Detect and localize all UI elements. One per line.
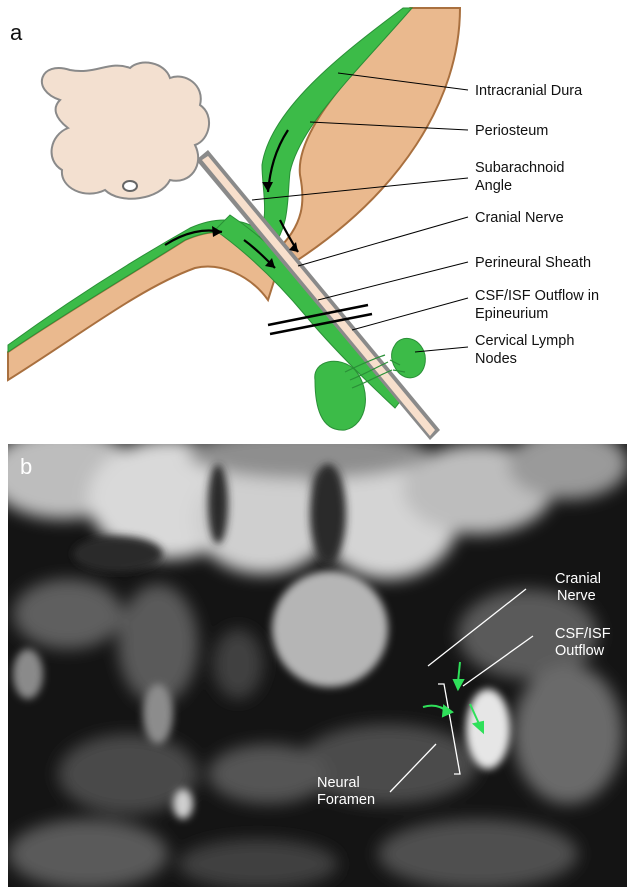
brainstem-section — [42, 63, 209, 199]
label-periosteum: Periosteum — [475, 123, 548, 139]
panel-letter-b: b — [20, 454, 32, 479]
label-subarachnoid-angle-1: Subarachnoid — [475, 160, 565, 176]
central-canal — [123, 181, 137, 191]
label-subarachnoid-angle-2: Angle — [475, 178, 512, 194]
mri-panel-b: b Cranial Nerve CSF/ISF Outflow Neural F… — [8, 444, 627, 887]
spinal-cord — [272, 571, 388, 687]
label-csf-isf-outflow-1: CSF/ISF Outflow in — [475, 288, 599, 304]
schematic-panel-a: a — [0, 0, 627, 440]
label-cranial-nerve: Cranial Nerve — [475, 210, 564, 226]
label-b-cranial-nerve-2: Nerve — [557, 588, 596, 604]
label-perineural-sheath: Perineural Sheath — [475, 255, 591, 271]
label-cervical-lymph-nodes-1: Cervical Lymph — [475, 333, 574, 349]
label-b-neural-foramen-2: Foramen — [317, 792, 375, 808]
label-intracranial-dura: Intracranial Dura — [475, 83, 583, 99]
left-skull-bone — [8, 232, 280, 380]
label-b-neural-foramen-1: Neural — [317, 775, 360, 791]
label-b-csf-isf-outflow-1: CSF/ISF — [555, 626, 611, 642]
label-b-csf-isf-outflow-2: Outflow — [555, 643, 605, 659]
leader-perineural-sheath — [318, 262, 468, 300]
lymph-node-small — [392, 338, 426, 377]
label-b-cranial-nerve-1: Cranial — [555, 571, 601, 587]
label-csf-isf-outflow-2: Epineurium — [475, 306, 548, 322]
panel-letter-a: a — [10, 20, 23, 45]
label-cervical-lymph-nodes-2: Nodes — [475, 351, 517, 367]
